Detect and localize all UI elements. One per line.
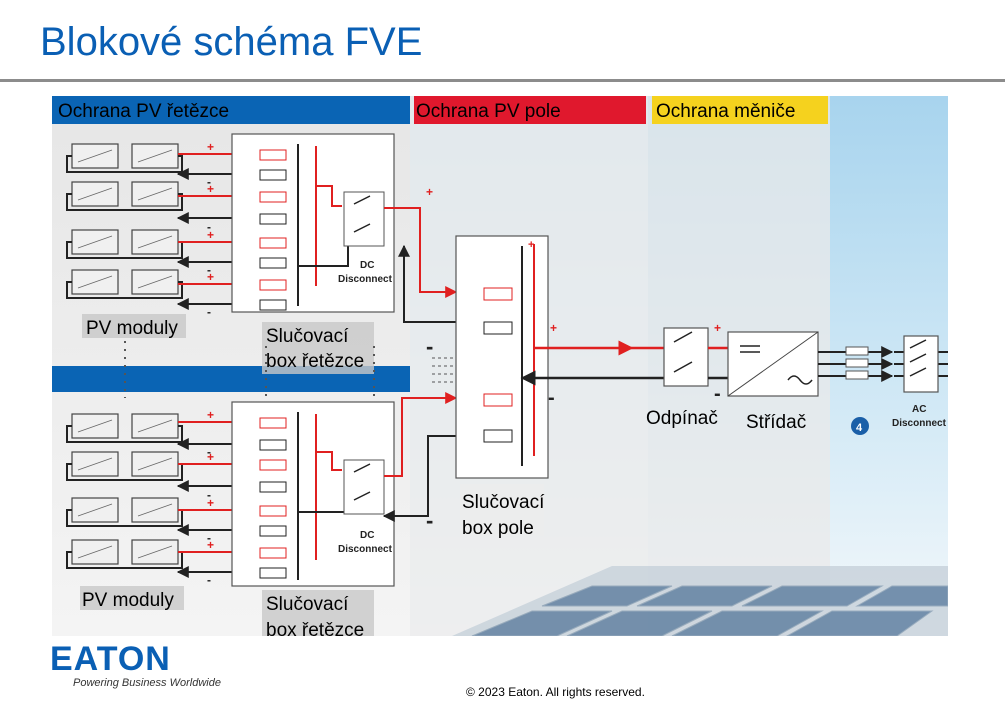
plus-sign: + xyxy=(207,140,214,154)
string-protection-label: Ochrana PV řetězce xyxy=(58,101,229,122)
minus-sign: - xyxy=(207,531,211,545)
plus-sign: + xyxy=(207,182,214,196)
minus-sign: - xyxy=(207,488,211,502)
minus-sign: - xyxy=(548,387,555,409)
plus-sign: + xyxy=(207,408,214,422)
ac-disconnect xyxy=(903,335,939,393)
dc-disconnect-top xyxy=(343,191,385,247)
array-box-label-2: box pole xyxy=(462,518,534,539)
array-box-label-1: Slučovací xyxy=(462,492,545,513)
title-divider xyxy=(0,79,1005,82)
eaton-logo-text: EATON xyxy=(50,640,170,674)
disconnector-switch xyxy=(663,327,709,387)
minus-sign: - xyxy=(207,305,211,319)
copyright-footer: © 2023 Eaton. All rights reserved. xyxy=(466,685,645,699)
dc-disconnect-label: Disconnect xyxy=(338,544,393,555)
plus-sign: + xyxy=(207,496,214,510)
plus-sign: + xyxy=(207,450,214,464)
minus-sign: - xyxy=(207,445,211,459)
minus-sign: - xyxy=(207,175,211,189)
array-box-label-bg xyxy=(460,484,544,536)
minus-sign: - xyxy=(207,263,211,277)
inverter-protection-bar xyxy=(652,96,828,124)
inverter-protection-label: Ochrana měniče xyxy=(656,101,795,122)
diagram-svg: Ochrana PV řetězce Ochrana PV pole Ochra… xyxy=(52,96,948,636)
eaton-logo-mark: EATON xyxy=(50,640,170,678)
pv-block-diagram: Ochrana PV řetězce Ochrana PV pole Ochra… xyxy=(52,96,948,636)
ac-disconnect-label: AC xyxy=(912,404,926,415)
solar-field-graphic xyxy=(452,566,948,636)
top-string-group: + + + + - - - - DC Disconnect xyxy=(66,133,395,319)
step-badge-number: 4 xyxy=(856,422,863,434)
array-protection-bar xyxy=(414,96,646,124)
pv-modules-label-bg xyxy=(82,314,186,338)
pv-modules-label-bg xyxy=(80,586,184,610)
string-box-bottom-label-2: box řetězce xyxy=(266,620,364,636)
string-box-top-label-2: box řetězce xyxy=(266,351,364,372)
minus-sign: - xyxy=(207,573,211,587)
string-box-top-label-1: Slučovací xyxy=(266,326,349,347)
plus-sign: + xyxy=(207,270,214,284)
dc-disconnect-label: Disconnect xyxy=(338,274,393,285)
eaton-tagline: Powering Business Worldwide xyxy=(73,677,221,689)
plus-sign: + xyxy=(528,239,534,251)
dc-disconnect-bottom xyxy=(343,459,385,515)
dc-disconnect-label: DC xyxy=(360,260,374,271)
plus-sign: + xyxy=(714,321,721,335)
step-badge xyxy=(851,417,869,435)
minus-sign: - xyxy=(207,220,211,234)
minus-sign: - xyxy=(426,334,433,359)
minus-sign: - xyxy=(426,508,433,533)
pv-modules-top-label: PV moduly xyxy=(86,318,178,339)
pv-modules-bottom-label: PV moduly xyxy=(82,590,174,611)
bottom-string-group: + + + + - - - - DC Disconnect xyxy=(66,401,395,587)
eaton-logo: EATON xyxy=(50,640,170,679)
plus-sign: + xyxy=(426,185,433,199)
ac-disconnect-label: Disconnect xyxy=(892,418,947,429)
minus-sign: - xyxy=(714,383,721,405)
inverter-label: Střídač xyxy=(746,412,806,433)
string-box-label-bg xyxy=(262,322,374,374)
plus-sign: + xyxy=(550,321,557,335)
array-protection-label: Ochrana PV pole xyxy=(416,101,561,122)
disconnector-label: Odpínač xyxy=(646,408,718,429)
plus-sign: + xyxy=(207,538,214,552)
dc-disconnect-label: DC xyxy=(360,530,374,541)
string-protection-bar xyxy=(52,96,410,124)
string-box-bottom-label-1: Slučovací xyxy=(266,594,349,615)
string-to-array-wiring xyxy=(382,207,458,522)
plus-sign: + xyxy=(207,228,214,242)
string-box-label-bg xyxy=(262,590,374,636)
slide-title: Blokové schéma FVE xyxy=(40,20,423,64)
